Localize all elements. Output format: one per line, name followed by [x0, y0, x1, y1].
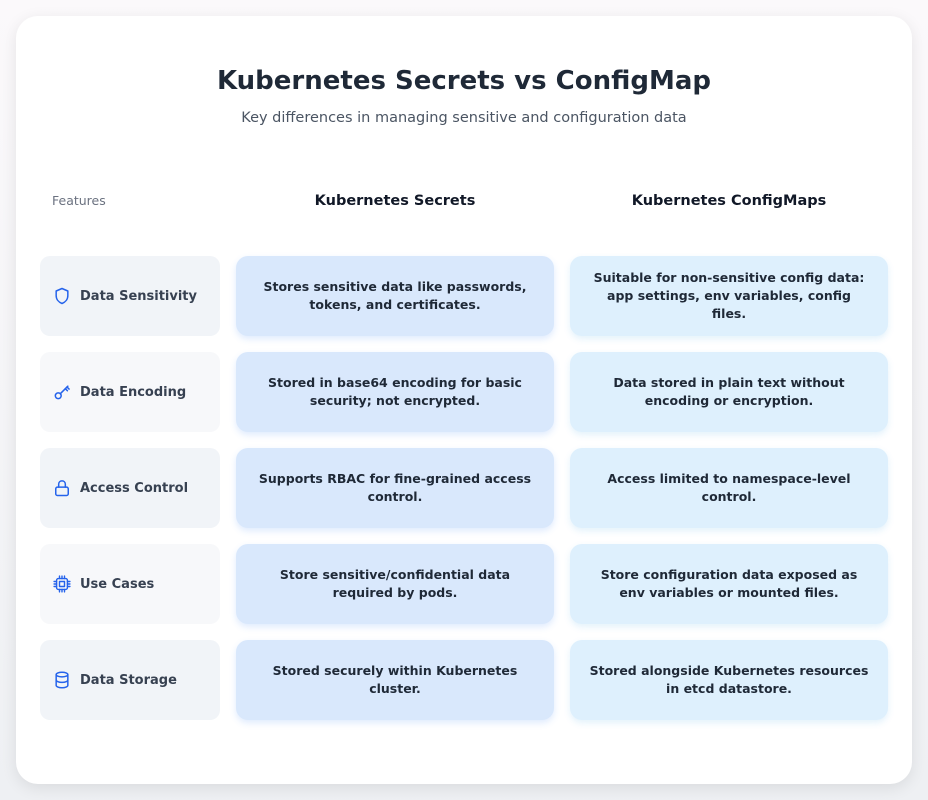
feature-cell: Data Encoding — [40, 352, 220, 432]
cpu-chip-icon — [52, 574, 72, 594]
comparison-row-data-encoding: Data Encoding Stored in base64 encoding … — [16, 352, 912, 432]
feature-label: Data Storage — [80, 672, 177, 688]
comparison-card: Kubernetes Secrets vs ConfigMap Key diff… — [16, 16, 912, 784]
feature-cell: Access Control — [40, 448, 220, 528]
configmaps-column-header: Kubernetes ConfigMaps — [631, 193, 827, 209]
configmaps-value-cell: Store configuration data exposed as env … — [570, 544, 888, 624]
key-icon — [52, 382, 72, 402]
configmaps-value-cell: Suitable for non-sensitive config data: … — [570, 256, 888, 336]
features-column-header: Features — [52, 193, 106, 208]
page-title: Kubernetes Secrets vs ConfigMap — [216, 66, 712, 96]
secrets-value-cell: Stored in base64 encoding for basic secu… — [236, 352, 554, 432]
feature-label: Use Cases — [80, 576, 155, 592]
secrets-value-cell: Supports RBAC for fine-grained access co… — [236, 448, 554, 528]
configmaps-value-cell: Data stored in plain text without encodi… — [570, 352, 888, 432]
secrets-column-header: Kubernetes Secrets — [314, 193, 476, 209]
page-subtitle: Key differences in managing sensitive an… — [241, 110, 687, 126]
comparison-row-data-storage: Data Storage Stored securely within Kube… — [16, 640, 912, 720]
configmaps-value-cell: Access limited to namespace-level contro… — [570, 448, 888, 528]
shield-icon — [52, 286, 72, 306]
feature-cell: Data Sensitivity — [40, 256, 220, 336]
comparison-row-use-cases: Use Cases Store sensitive/confidential d… — [16, 544, 912, 624]
configmaps-value-cell: Stored alongside Kubernetes resources in… — [570, 640, 888, 720]
comparison-row-access-control: Access Control Supports RBAC for fine-gr… — [16, 448, 912, 528]
feature-label: Data Encoding — [80, 384, 187, 400]
secrets-value-cell: Store sensitive/confidential data requir… — [236, 544, 554, 624]
feature-label: Data Sensitivity — [80, 288, 197, 304]
feature-label: Access Control — [80, 480, 189, 496]
feature-cell: Data Storage — [40, 640, 220, 720]
feature-cell: Use Cases — [40, 544, 220, 624]
secrets-value-cell: Stores sensitive data like passwords, to… — [236, 256, 554, 336]
lock-icon — [52, 478, 72, 498]
secrets-value-cell: Stored securely within Kubernetes cluste… — [236, 640, 554, 720]
comparison-row-data-sensitivity: Data Sensitivity Stores sensitive data l… — [16, 256, 912, 336]
database-icon — [52, 670, 72, 690]
